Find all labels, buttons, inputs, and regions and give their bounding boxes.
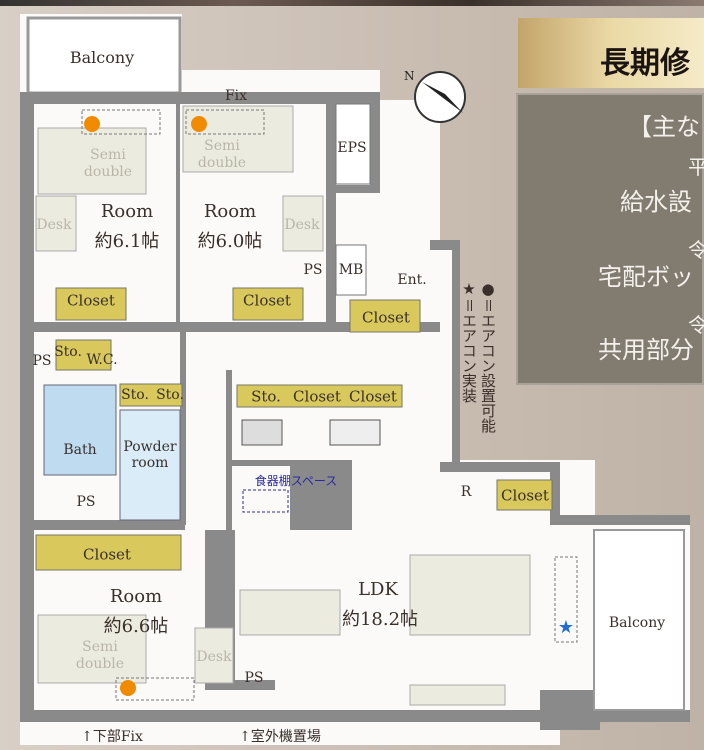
balcony-right-label: Balcony (608, 615, 666, 631)
legend-ac-installed: ★＝エアコン実装 (460, 280, 478, 404)
closet1-label: Closet (67, 291, 115, 310)
room1-size: 約6.1帖 (94, 231, 160, 252)
closets (35, 287, 553, 571)
dish-space (242, 489, 289, 513)
ac-possible-dot-room1 (84, 116, 100, 132)
ldk-size: 約18.2帖 (341, 609, 419, 630)
ent-label: Ent. (397, 272, 427, 288)
mb-label: MB (338, 262, 364, 278)
fix-label: Fix (224, 88, 248, 104)
closet2-label: Closet (243, 291, 291, 310)
bed3-label: Semi (82, 639, 118, 655)
sto1-label: Sto. (54, 344, 82, 360)
balcony-top-area (26, 16, 182, 95)
room2-size: 約6.0帖 (197, 231, 263, 252)
ldk-label: LDK (358, 579, 398, 600)
info-panel: 【主な 平 給水設 令 宅配ボッ 令 共用部分 (516, 93, 704, 385)
panel-title: 長期修 (600, 46, 690, 81)
sto4-label: Sto. (251, 387, 281, 406)
ps4-label: PS (244, 670, 264, 686)
bed1-label: Semi (90, 147, 126, 163)
desk3-label: Desk (196, 649, 232, 665)
powder-label: Powder (123, 439, 177, 455)
lower-fix-label: ↑下部Fix (81, 729, 143, 745)
desk1-label: Desk (36, 217, 72, 233)
ac-unit-ldk (554, 556, 578, 643)
balcony-right-area (593, 529, 685, 711)
closet6-label: Closet (501, 486, 549, 505)
panel-line: 共用部分 (598, 336, 694, 364)
ac-installed-star: ★ (558, 617, 574, 638)
panel-line: 給水設 (620, 188, 692, 216)
bed2-label: Semi (204, 138, 240, 154)
panel-line: 令 (688, 238, 704, 262)
top-photo-strip (0, 0, 704, 6)
closet5-label: Closet (349, 387, 397, 406)
dish-space-label: 食器棚スペース (254, 474, 338, 488)
ac-possible-dot-room3 (120, 680, 136, 696)
balcony-top-label: Balcony (69, 48, 135, 67)
sto2-label: Sto. (121, 387, 149, 403)
walls (20, 92, 690, 730)
svg-text:N: N (404, 69, 415, 83)
powder-room-floor (119, 409, 181, 521)
panel-title-bar: 長期修 (518, 18, 704, 88)
bed2-label2: double (197, 155, 247, 171)
ac-possible-dot-room2 (191, 116, 207, 132)
compass-icon: N (404, 69, 466, 123)
closet3-label: Closet (362, 308, 410, 327)
stove (241, 419, 283, 446)
room1-label: Room (100, 201, 154, 222)
room3-size: 約6.6帖 (103, 616, 169, 637)
r-label: R (460, 484, 472, 500)
panel-line: 宅配ボッ (598, 263, 694, 291)
room3-label: Room (109, 586, 163, 607)
legend-ac-possible: ●＝エアコン設置可能 (479, 280, 497, 434)
desk2-label: Desk (284, 217, 320, 233)
sink (329, 419, 381, 446)
ps3-label: PS (76, 494, 96, 510)
bathtub (43, 384, 117, 476)
wc-label: W.C. (86, 352, 118, 368)
eps-shaft (335, 103, 371, 185)
room2-label: Room (203, 201, 257, 222)
powder-label2: room (131, 455, 169, 471)
closet4-label: Closet (293, 387, 341, 406)
bath-label: Bath (63, 442, 97, 458)
eps-label: EPS (337, 140, 367, 156)
bed1-label2: double (83, 164, 133, 180)
ps1-label: PS (303, 262, 323, 278)
panel-line: 【主な (628, 113, 700, 141)
bed3-label2: double (75, 656, 125, 672)
ps2-label: PS (32, 353, 52, 369)
sto3-label: Sto. (156, 387, 184, 403)
mb-box (335, 244, 367, 296)
panel-line: 令 (688, 313, 704, 337)
closet7-label: Closet (83, 545, 131, 564)
panel-line: 平 (688, 155, 704, 179)
outdoor-unit-label: ↑室外機置場 (239, 729, 321, 745)
